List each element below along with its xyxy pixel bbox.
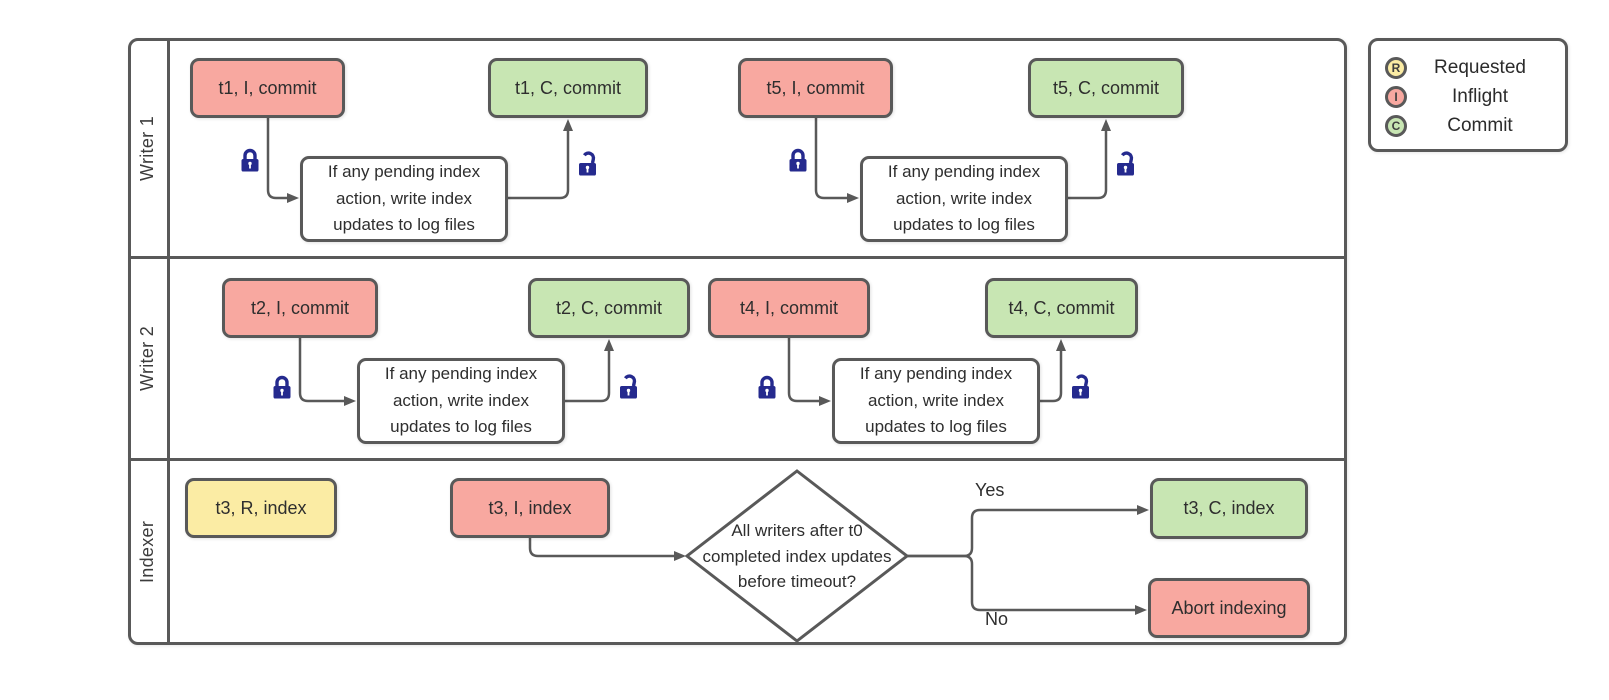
open-padlock-icon [1115,150,1136,178]
state-box-t3-commit: t3, C, index [1150,478,1308,539]
lane-divider-1 [130,256,1345,259]
legend-label: Commit [1447,115,1513,136]
flow-arrow [1068,119,1111,200]
decision-diamond [684,469,910,643]
state-box-t1-commit: t1, C, commit [488,58,648,118]
closed-padlock-icon [787,148,809,174]
process-box-writer2-b: If any pending index action, write index… [832,358,1040,444]
flow-arrow [787,338,831,406]
legend: R Requested I Inflight C Commit [1368,38,1568,152]
lane-label-separator [167,40,170,643]
flow-arrow [528,538,686,561]
lane-divider-2 [130,458,1345,461]
state-box-t4-inflight: t4, I, commit [708,278,870,338]
state-box-t3-requested: t3, R, index [185,478,337,538]
inflight-badge-icon: I [1385,86,1407,108]
open-padlock-icon [577,150,598,178]
flow-arrow [508,119,573,200]
state-box-t2-commit: t2, C, commit [528,278,690,338]
closed-padlock-icon [271,375,293,401]
legend-item-inflight: I Inflight [1385,83,1553,111]
legend-label: Requested [1434,57,1526,78]
flow-arrow-yes [907,505,1149,558]
process-box-writer1-b: If any pending index action, write index… [860,156,1068,242]
legend-item-requested: R Requested [1385,54,1553,82]
state-box-t3-inflight: t3, I, index [450,478,610,538]
flow-arrow [565,339,614,403]
state-box-abort-indexing: Abort indexing [1148,578,1310,638]
swimlane-container [128,38,1347,645]
open-padlock-icon [618,373,639,401]
state-box-t5-inflight: t5, I, commit [738,58,893,118]
flow-arrow [266,118,299,203]
process-box-writer1-a: If any pending index action, write index… [300,156,508,242]
decision-question: All writers after t0 completed index upd… [702,521,892,591]
open-padlock-icon [1070,373,1091,401]
closed-padlock-icon [756,375,778,401]
flow-arrow [814,118,859,203]
legend-label: Inflight [1452,86,1508,107]
state-box-t1-inflight: t1, I, commit [190,58,345,118]
requested-badge-icon: R [1385,57,1407,79]
flow-arrow-no [907,554,1147,615]
flow-arrow [298,338,356,406]
state-box-t4-commit: t4, C, commit [985,278,1138,338]
flow-arrow [1040,339,1066,403]
branch-label-yes: Yes [975,480,1005,500]
branch-label-no: No [985,609,1009,629]
process-box-writer2-a: If any pending index action, write index… [357,358,565,444]
state-box-t5-commit: t5, C, commit [1028,58,1184,118]
state-box-t2-inflight: t2, I, commit [222,278,378,338]
commit-badge-icon: C [1385,115,1407,137]
legend-item-commit: C Commit [1385,112,1553,140]
closed-padlock-icon [239,148,261,174]
